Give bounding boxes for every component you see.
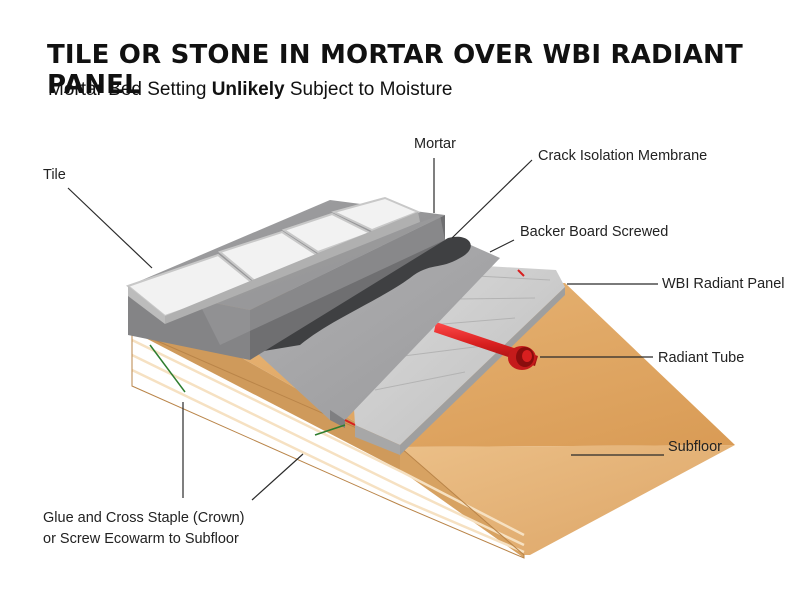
label-crack-isolation-membrane: Crack Isolation Membrane — [538, 148, 708, 164]
radiant-tube — [434, 322, 538, 370]
label-leader-lines — [67, 158, 664, 501]
label-radiant-tube: Radiant Tube — [658, 350, 745, 366]
label-glue-and-staple: Glue and Cross Staple (Crown) or Screw E… — [43, 508, 244, 550]
subtitle-suffix: Subject to Moisture — [284, 79, 453, 100]
label-mortar: Mortar — [414, 136, 456, 152]
tile-layer — [125, 196, 421, 324]
backer-board-leader — [489, 239, 515, 253]
label-glue-and-staple-line1: Glue and Cross Staple (Crown) — [43, 510, 245, 526]
diagram-title: TILE OR STONE IN MORTAR OVER WBI RADIANT… — [47, 40, 743, 100]
membrane-leader — [451, 159, 533, 239]
label-wbi-radiant-panel: WBI Radiant Panel — [662, 276, 785, 292]
label-subfloor: Subfloor — [668, 439, 723, 455]
glue-staple-leader-2 — [251, 453, 304, 501]
label-glue-and-staple-line2: or Screw Ecowarm to Subfloor — [43, 531, 239, 547]
subtitle-prefix: Mortar Bed Setting — [48, 79, 212, 100]
staple-mark — [149, 344, 186, 393]
label-tile: Tile — [43, 167, 66, 183]
subtitle-emphasis: Unlikely — [211, 79, 285, 100]
label-backer-board-screwed: Backer Board Screwed — [520, 224, 669, 240]
screw-mark — [314, 424, 346, 436]
backer-board-layer — [232, 238, 500, 428]
diagram-subtitle: Mortar Bed Setting Unlikely Subject to M… — [48, 79, 453, 101]
tile-leader — [67, 187, 153, 269]
